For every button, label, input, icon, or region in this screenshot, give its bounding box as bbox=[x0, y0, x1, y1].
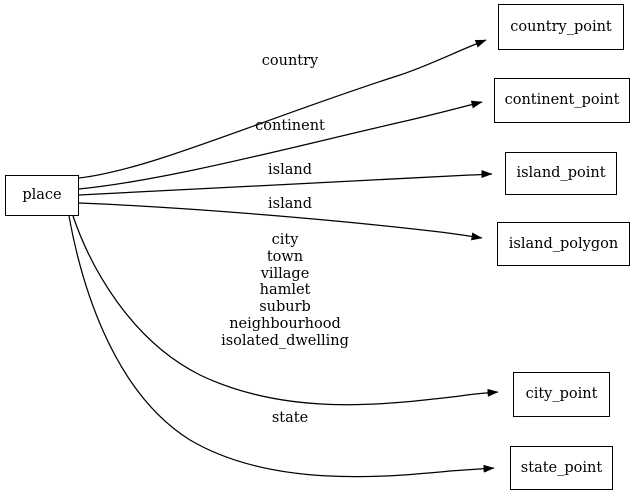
node-state_point-label: state_point bbox=[520, 459, 603, 476]
edge-place-to-island_point bbox=[78, 170, 493, 196]
node-city_point-label: city_point bbox=[525, 386, 598, 403]
node-island_point-label: island_point bbox=[516, 165, 606, 182]
edge-place-to-continent_point bbox=[78, 100, 483, 190]
edge-place-to-city_point bbox=[72, 215, 499, 406]
node-continent_point[interactable]: continent_point bbox=[494, 78, 630, 123]
edge-label-state_point: state bbox=[271, 410, 309, 426]
edge-label-country_point: country bbox=[261, 53, 319, 69]
node-state_point[interactable]: state_point bbox=[510, 446, 613, 490]
node-island_polygon-label: island_polygon bbox=[508, 235, 619, 252]
edge-label-continent_point: continent bbox=[255, 118, 325, 134]
edge-label-island_point: island bbox=[268, 162, 312, 178]
node-country_point[interactable]: country_point bbox=[498, 4, 624, 50]
edge-place-to-island_polygon bbox=[78, 202, 483, 241]
node-continent_point-label: continent_point bbox=[504, 92, 620, 109]
node-city_point[interactable]: city_point bbox=[513, 372, 610, 417]
node-country_point-label: country_point bbox=[510, 18, 612, 35]
edge-label-island_polygon: island bbox=[268, 196, 312, 212]
edge-label-city_point: city town village hamlet suburb neighbou… bbox=[221, 232, 349, 349]
edge-place-to-country_point bbox=[78, 39, 487, 179]
node-place[interactable]: place bbox=[5, 175, 79, 216]
node-island_point[interactable]: island_point bbox=[505, 152, 617, 195]
edge-place-to-state_point bbox=[68, 215, 495, 478]
node-island_polygon[interactable]: island_polygon bbox=[497, 222, 630, 266]
node-place-label: place bbox=[22, 187, 62, 204]
